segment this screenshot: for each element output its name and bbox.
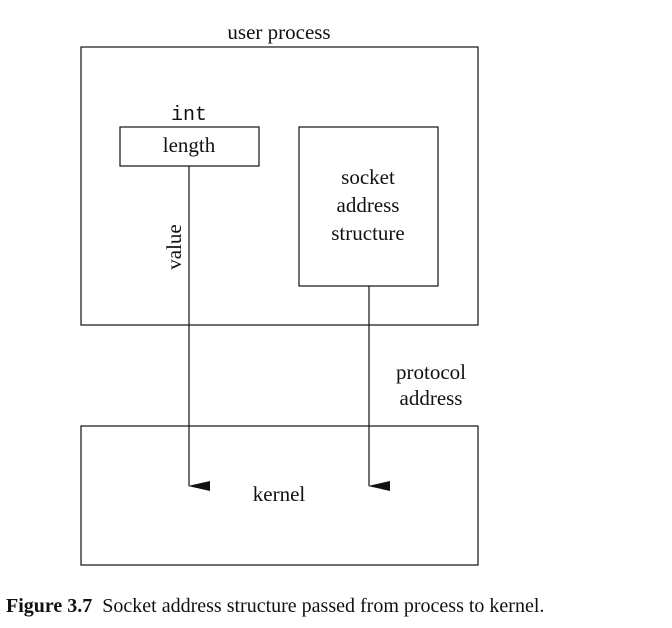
protocol-address-line-2: address [400, 386, 463, 410]
caption-text: Socket address structure passed from pro… [102, 595, 545, 617]
socket-box-line-1: socket [341, 165, 395, 189]
figure-caption: Figure 3.7 Socket address structure passe… [6, 595, 544, 618]
int-type-label: int [171, 104, 207, 127]
value-arrow-label: value [162, 224, 186, 269]
socket-box-line-2: address [337, 193, 400, 217]
kernel-label: kernel [253, 482, 306, 506]
protocol-address-line-1: protocol [396, 360, 466, 384]
kernel-box [80, 425, 479, 566]
length-box-label: length [163, 133, 216, 157]
socket-box-line-3: structure [331, 221, 404, 245]
figure-number: Figure 3.7 [6, 595, 93, 617]
user-process-label: user process [227, 20, 330, 44]
user-process-box [80, 46, 479, 326]
